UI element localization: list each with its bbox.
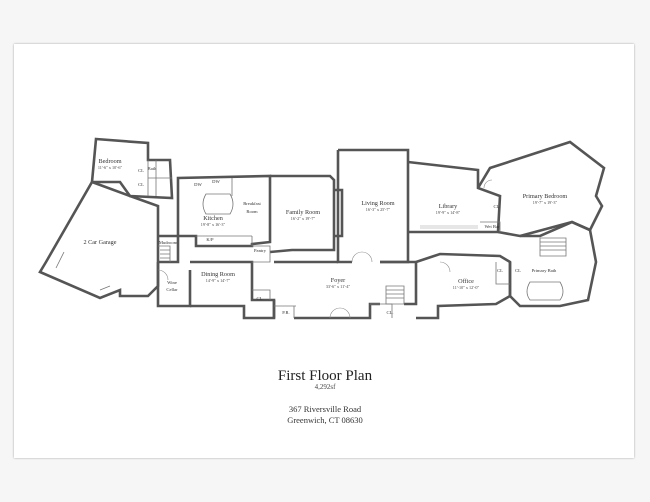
wetbar-partition bbox=[480, 221, 501, 232]
wet-bar-label: Wet Bar bbox=[484, 224, 500, 229]
kp-label: K/P bbox=[206, 237, 214, 242]
living-dims: 16'-3" x 25'-7" bbox=[366, 207, 391, 212]
family-dims: 16'-2" x 19'-7" bbox=[291, 216, 316, 221]
address-city: Greenwich, CT 08630 bbox=[287, 415, 363, 425]
plan-title: First Floor Plan bbox=[277, 368, 373, 384]
library-shelves bbox=[420, 225, 478, 229]
bath-label: Bath bbox=[148, 166, 157, 171]
primary-bath-walls bbox=[508, 220, 598, 308]
foyer-cl-label: CL. bbox=[386, 310, 393, 315]
powder-label: P.R. bbox=[282, 310, 289, 315]
pantry-label: Pantry bbox=[254, 248, 267, 253]
plan-area: 4,292sf bbox=[314, 383, 336, 391]
library-label: Library bbox=[439, 203, 458, 210]
foyer-dims: 33'-6" x 11'-4" bbox=[326, 284, 351, 289]
bath-cl2-label: CL bbox=[515, 268, 521, 273]
fireplace bbox=[334, 188, 344, 238]
wine-label-1: Wine bbox=[167, 280, 177, 285]
bedroom-label: Bedroom bbox=[98, 158, 121, 165]
bedroom-cl2-label: CL bbox=[138, 182, 144, 187]
garage-door-swing bbox=[157, 269, 169, 281]
wine-label-2: Cellar bbox=[166, 287, 178, 292]
office-walls bbox=[415, 252, 512, 320]
mudroom-walls bbox=[156, 234, 192, 308]
mud-stair bbox=[158, 245, 171, 262]
primary-bedroom-label: Primary Bedroom bbox=[523, 193, 568, 200]
bedroom-dims: 11'-6" x 10'-6" bbox=[98, 165, 123, 170]
bath-cl-label: CL bbox=[497, 268, 503, 273]
bedroom-door bbox=[483, 179, 493, 189]
office-dims: 11'-10" x 12'-0" bbox=[453, 285, 480, 290]
primary-bedroom-dims: 19'-7" x 19'-3" bbox=[533, 200, 558, 205]
breakfast-label-2: Room bbox=[246, 209, 258, 214]
mudroom-label: Mudroom bbox=[159, 240, 178, 245]
library-cl-label: CL. bbox=[493, 204, 500, 209]
family-room-walls bbox=[269, 174, 336, 254]
bath-walls bbox=[147, 160, 172, 196]
cl-partition bbox=[252, 289, 271, 300]
dw-label-2: DW bbox=[212, 179, 220, 184]
living-door bbox=[351, 251, 373, 263]
front-door bbox=[329, 307, 351, 319]
door-swings bbox=[157, 179, 493, 319]
west-wing-walls bbox=[38, 137, 174, 300]
kitchen-dims: 19'-8" x 16'-3" bbox=[201, 222, 226, 227]
garage-door bbox=[55, 251, 111, 291]
office-label: Office bbox=[458, 278, 474, 285]
garage-label: 2 Car Garage bbox=[84, 239, 117, 246]
dining-label: Dining Room bbox=[201, 271, 235, 278]
bedroom-walls bbox=[90, 137, 174, 200]
family-label: Family Room bbox=[286, 209, 320, 216]
pr-partition bbox=[274, 305, 296, 318]
office-cl bbox=[495, 262, 510, 285]
office-door bbox=[439, 261, 451, 273]
pantry-partition bbox=[252, 245, 271, 263]
kitchen-island bbox=[202, 193, 234, 215]
tub bbox=[526, 281, 564, 301]
kitchen-label: Kitchen bbox=[203, 215, 223, 222]
stair bbox=[385, 285, 405, 305]
address-street: 367 Riversville Road bbox=[288, 404, 362, 414]
primary-bedroom-walls bbox=[476, 140, 606, 238]
library-walls bbox=[407, 160, 502, 234]
main-house-walls bbox=[156, 140, 606, 320]
interior-partitions bbox=[158, 178, 567, 318]
primary-bath-label: Primary Bath bbox=[532, 268, 557, 273]
dw-label-1: DW bbox=[194, 182, 202, 187]
bath-stair bbox=[539, 237, 567, 257]
foyer-walls bbox=[272, 260, 418, 320]
breakfast-label-1: Breakfast bbox=[243, 201, 261, 206]
bedroom-cl-label: CL bbox=[138, 168, 144, 173]
living-label: Living Room bbox=[361, 200, 394, 207]
library-dims: 19'-9" x 14'-8" bbox=[436, 210, 461, 215]
foyer-label: Foyer bbox=[331, 277, 345, 284]
kitchen-partition bbox=[196, 178, 253, 246]
garage-walls bbox=[38, 180, 160, 300]
dining-dims: 14'-9" x 14'-7" bbox=[206, 278, 231, 283]
dining-cl-label: CL. bbox=[256, 296, 263, 301]
